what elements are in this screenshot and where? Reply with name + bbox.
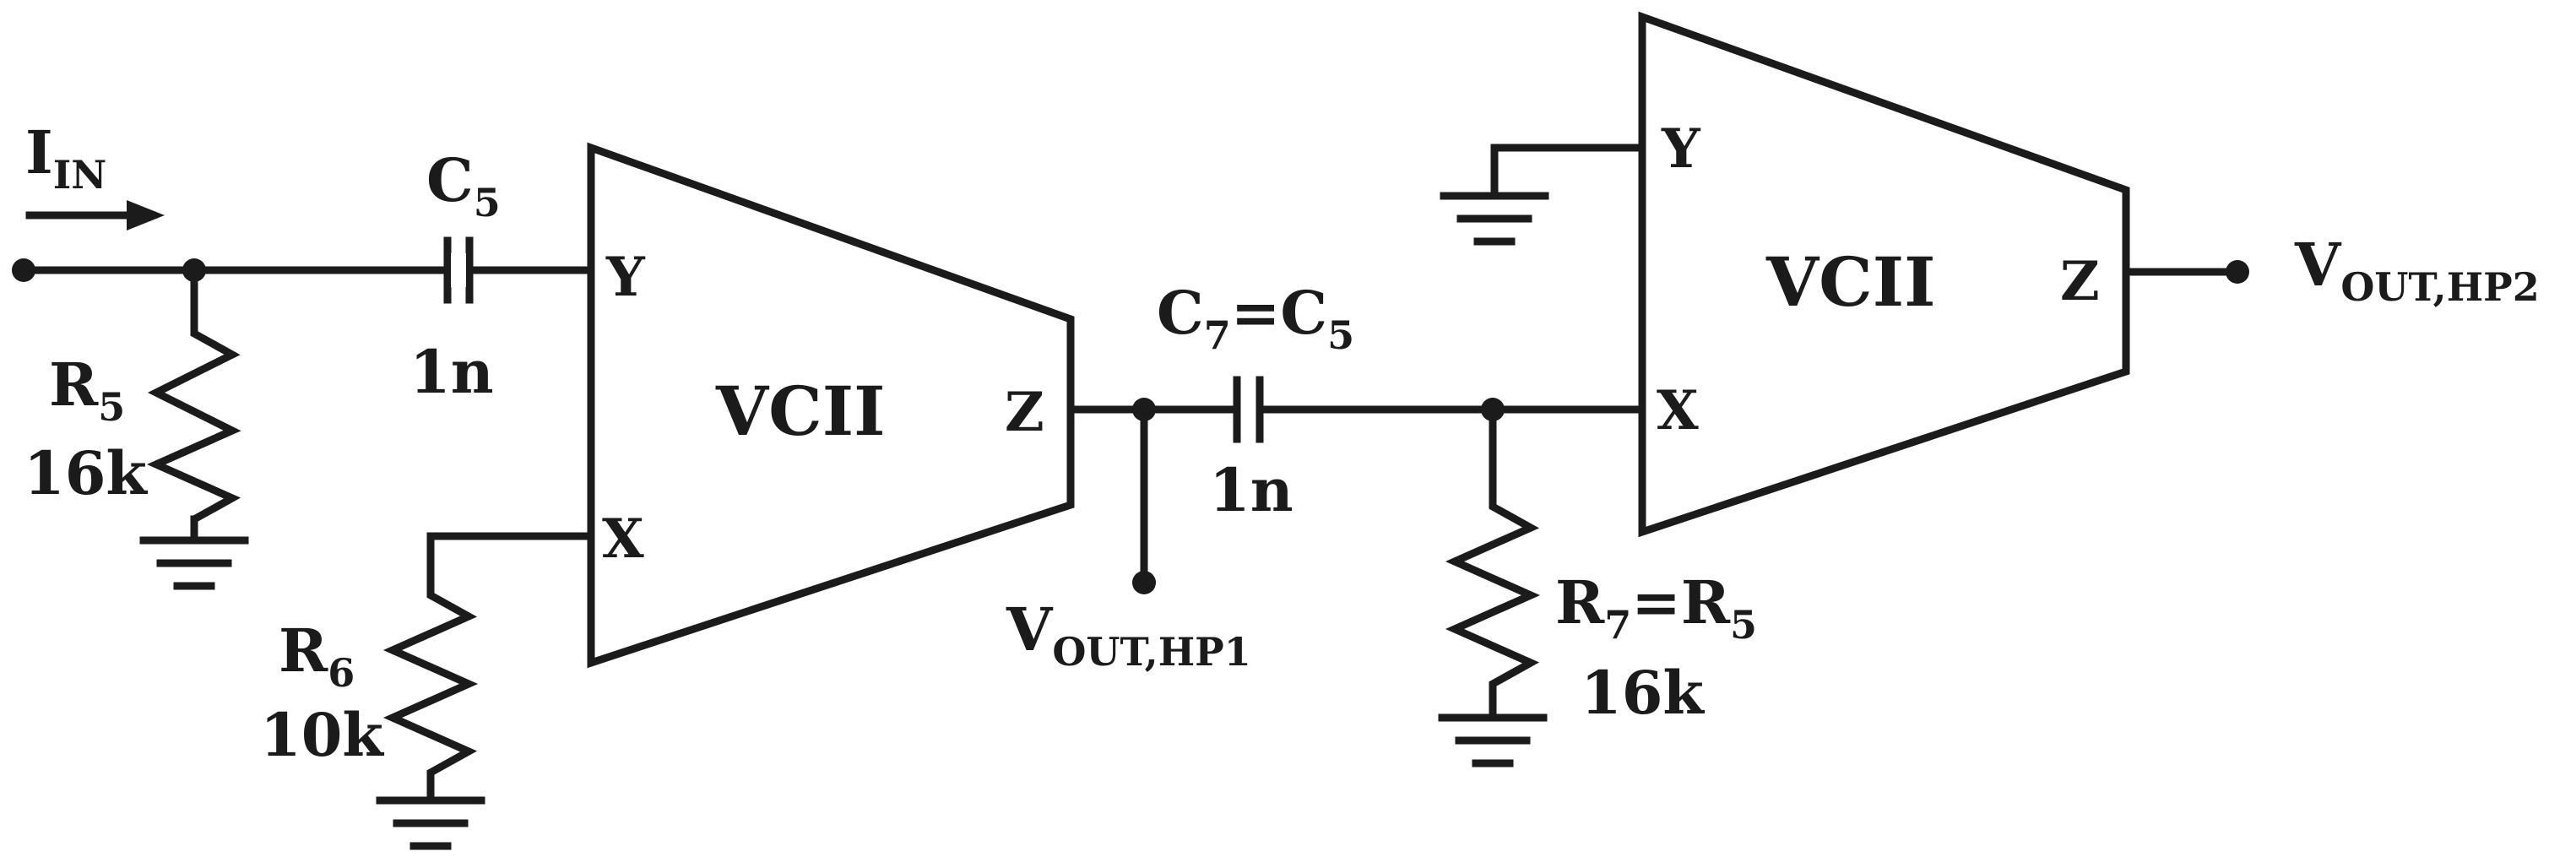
c7-value: 1n [1209, 455, 1293, 525]
resistor-r5 [146, 266, 241, 540]
ground-r7 [1438, 713, 1548, 768]
r7-label: R7=R5 [1555, 567, 1757, 648]
vcii-2-pin-y: Y [1661, 117, 1701, 181]
r6-label: R6 [279, 616, 355, 696]
ground-vcii-2-y [1440, 144, 1646, 246]
c7-label: C7=C5 [1157, 278, 1354, 358]
vcii-2-block [1638, 11, 2130, 538]
r6-value: 10k [260, 700, 384, 770]
vcii-1-pin-x: X [602, 507, 644, 571]
r5-value: 16k [24, 438, 148, 508]
ground-r5 [139, 515, 249, 590]
vcii-2-label: VCII [1765, 242, 1936, 322]
vcii-2-pin-z: Z [2060, 250, 2100, 313]
vcii-2-pin-x: X [1657, 379, 1699, 442]
capacitor-c5 [443, 236, 474, 304]
output-wire [2122, 260, 2249, 284]
vcii-1-block [587, 142, 1075, 669]
vcii-1-pin-z: Z [1005, 381, 1044, 444]
vcii-1-label: VCII [715, 372, 886, 451]
input-wire [12, 258, 595, 282]
r7-value: 16k [1581, 658, 1705, 728]
vcii-1-pin-y: Y [605, 246, 646, 309]
out-hp1-label: VOUT,HP1 [1006, 594, 1251, 675]
r5-label: R5 [49, 350, 125, 430]
c5-value: 1n [409, 337, 494, 407]
capacitor-c7 [1233, 376, 1264, 443]
input-current-arrow [25, 200, 165, 231]
c5-label: C5 [426, 145, 501, 225]
out-hp2-label: VOUT,HP2 [2294, 230, 2540, 310]
resistor-r6 [382, 532, 595, 802]
ground-r6 [376, 796, 485, 850]
resistor-r7 [1445, 405, 1541, 718]
middle-wire [1066, 398, 1646, 594]
input-current-label: IIN [25, 117, 106, 198]
